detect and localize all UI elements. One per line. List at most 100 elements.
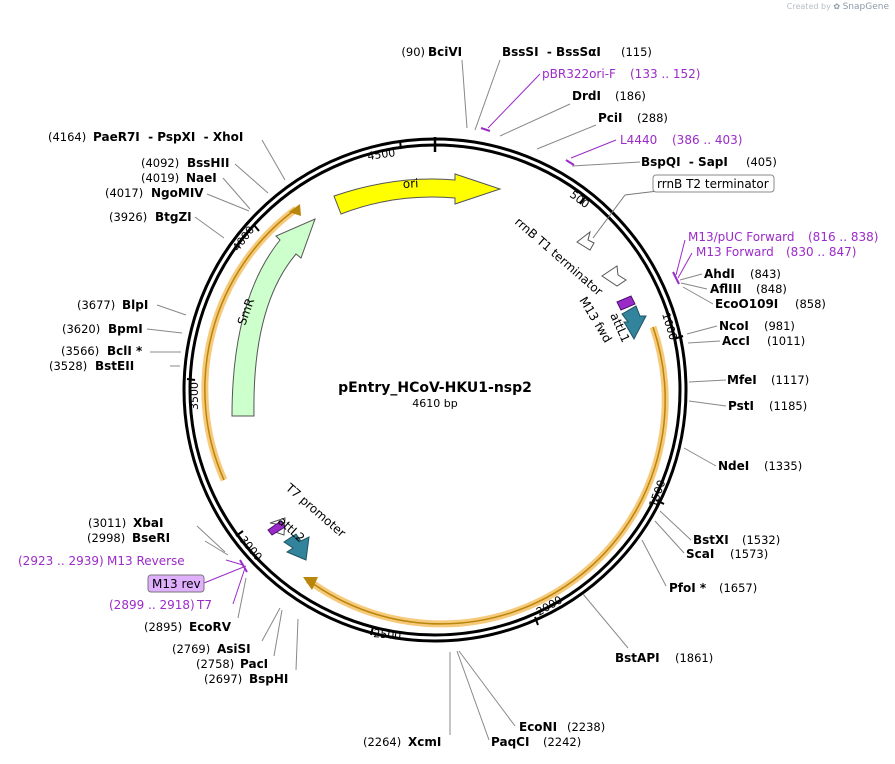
tick-mark-1000 [673,335,684,340]
enzyme-bspqi-name: BspQI - SapI [641,155,728,169]
enzyme-paer7i-name: PaeR7I - PspXI - XhoI [93,130,243,144]
tick-label-2500: 2500 [373,627,402,642]
enzyme-bstxi-pos: (1532) [742,533,780,547]
primer-m13puc-name: M13/pUC Forward [688,230,795,244]
enzyme-acci-pos: (1011) [767,334,805,348]
tick-label-1000: 1000 [659,311,680,342]
enzyme-paer7i-pos: (4164) [48,130,86,144]
enzyme-psti-pos: (1185) [769,399,807,413]
m13-rev-box: M13 rev [147,574,205,593]
leader-bsshii [234,163,269,194]
snapgene-watermark: Created by ✿ SnapGene [787,2,889,12]
leader-pcii [536,124,597,150]
enzyme-bpmi-name: BpmI [108,322,143,336]
enzyme-naei-name: NaeI [186,171,217,185]
leader-pfoi [641,539,667,587]
leader-bstapi [582,593,629,649]
enzyme-bsshii-pos: (4092) [141,156,179,170]
leader-ahdi [679,273,703,281]
leader-bspqi [571,161,641,167]
enzyme-ncoi-name: NcoI [719,319,749,333]
m13-rev-label: M13 rev [152,577,201,591]
leader-drdi [499,103,571,137]
leader-bpmi [146,328,183,334]
leader-xbai [196,525,226,553]
primer-pbr322ori-name: pBR322ori-F [542,67,616,81]
enzyme-blpi-name: BlpI [122,298,148,312]
rrnb-t2-leader-2 [624,190,659,196]
enzyme-acci-name: AccI [722,334,750,348]
tick-mark-1500 [655,499,665,505]
pbr322ori-mark [480,127,491,132]
enzyme-asisi-name: AsiSI [217,642,251,656]
enzyme-pcii-name: PciI [598,111,623,125]
primer-t7-range: (2899 .. 2918) [109,598,195,612]
enzyme-bsphi-name: BspHI [249,672,288,686]
enzyme-bcli-name: BclI * [107,344,143,358]
enzyme-ahdi-name: AhdI [704,267,735,281]
enzyme-aflii-name: AflIII [710,282,742,296]
m13-rev-primer-arrow [267,520,286,536]
primer-t7-name: T7 [196,598,212,612]
m13rev-mark [239,559,248,573]
tick-mark-4500 [399,140,402,150]
enzyme-econi-pos: (2238) [567,720,605,734]
insert-arcs [201,204,669,628]
enzyme-ncoi-pos: (981) [764,319,795,333]
leader-bsphi [295,618,299,671]
enzyme-ahdi-pos: (843) [750,267,781,281]
m13-fwd-arrow [616,295,636,311]
enzyme-scai-name: ScaI [686,547,714,561]
enzyme-xcmi-name: XcmI [408,735,441,749]
rrnb-t2-label: rrnB T2 terminator [657,177,769,191]
ori-feature: ori [333,173,502,215]
leader-btgzi [194,216,225,239]
tick-mark-2500 [370,626,374,636]
enzyme-xcmi-pos: (2264) [363,735,401,749]
enzyme-bsshii-name: BssHII [187,156,229,170]
enzyme-xbai-name: XbaI [133,516,163,530]
leader-bstxi [659,510,692,541]
rrnb-t2-leader [592,194,626,239]
enzyme-aflii-pos: (848) [756,282,787,296]
plasmid-name: pEntry_HCoV-HKU1-nsp2 [338,380,532,396]
enzyme-bcli-pos: (3566) [61,344,99,358]
rrnb-t2-box [652,174,775,193]
enzyme-bcivi-name: BciVI [428,45,462,59]
leader-bcivi [461,59,468,129]
snapgene-logo-icon: ✿ [833,2,841,11]
leader-ngomiv [206,193,250,212]
rrnb-t1-feature: rrnB T1 terminator [512,215,627,299]
leader-asisi [261,607,281,642]
tick-mark-3500 [186,378,196,381]
leader-paer7i [261,139,286,181]
leader-m13fwd [677,252,693,279]
enzyme-paqci-name: PaqCI [491,735,529,749]
enzyme-psti-name: PstI [728,399,754,413]
primer-leaders [203,73,693,605]
enzyme-ecoo109i-pos: (858) [795,297,826,311]
enzyme-paci-pos: (2758) [196,657,234,671]
insert-arc-left-arrowhead [289,204,301,216]
insert-arc-left-core [204,208,297,481]
leader-ncoi [686,325,718,335]
leader-m13puc [675,239,686,276]
enzyme-pfoi-name: PfoI * [669,581,707,595]
primer-m13fwd-name: M13 Forward [696,245,774,259]
enzyme-paci-name: PacI [240,657,268,671]
m13-primer-mark [672,271,680,285]
leader-aflii [680,282,708,290]
enzyme-bsteii-pos: (3528) [49,359,87,373]
enzyme-drdi-name: DrdI [572,89,601,103]
enzyme-bsssi-pos: (115) [621,45,652,59]
rrnb-t1-label: rrnB T1 terminator [512,215,605,299]
tick-mark-500 [579,195,587,205]
leader-paqci [456,650,490,741]
leader-ecoo109i [682,286,714,305]
primer-m13fwd-range: (830 .. 847) [786,245,856,259]
enzyme-btgzi-pos: (3926) [109,210,147,224]
leader-naei [222,177,251,210]
insert-arc-right [305,325,669,628]
